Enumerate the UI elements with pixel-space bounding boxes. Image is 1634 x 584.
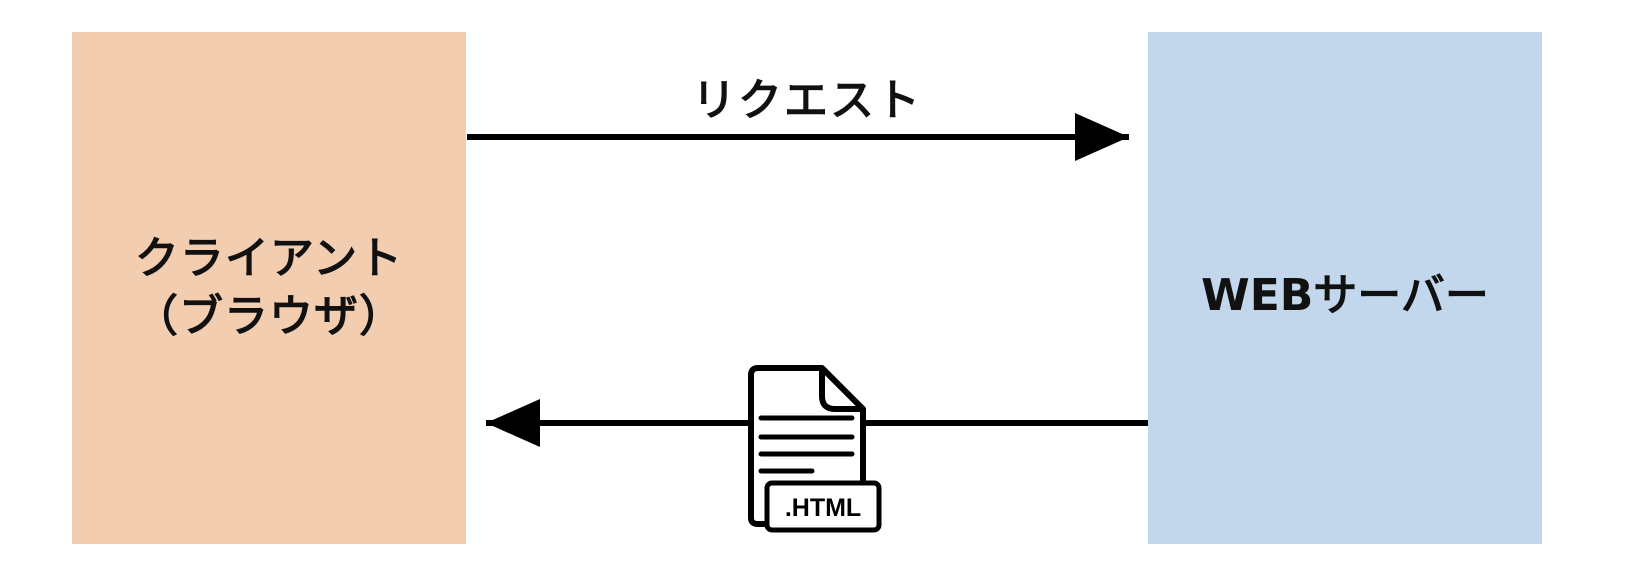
html-file-icon: .HTML <box>748 365 882 533</box>
client-label-line2: （ブラウザ） <box>134 291 404 342</box>
html-badge-label: .HTML <box>785 494 861 522</box>
client-label-line1: クライアント <box>134 233 404 284</box>
request-label: リクエスト <box>692 75 922 126</box>
server-box: WEBサーバー <box>1148 32 1542 544</box>
client-box: クライアント （ブラウザ） <box>72 32 466 544</box>
server-label: WEBサーバー <box>1201 270 1489 321</box>
